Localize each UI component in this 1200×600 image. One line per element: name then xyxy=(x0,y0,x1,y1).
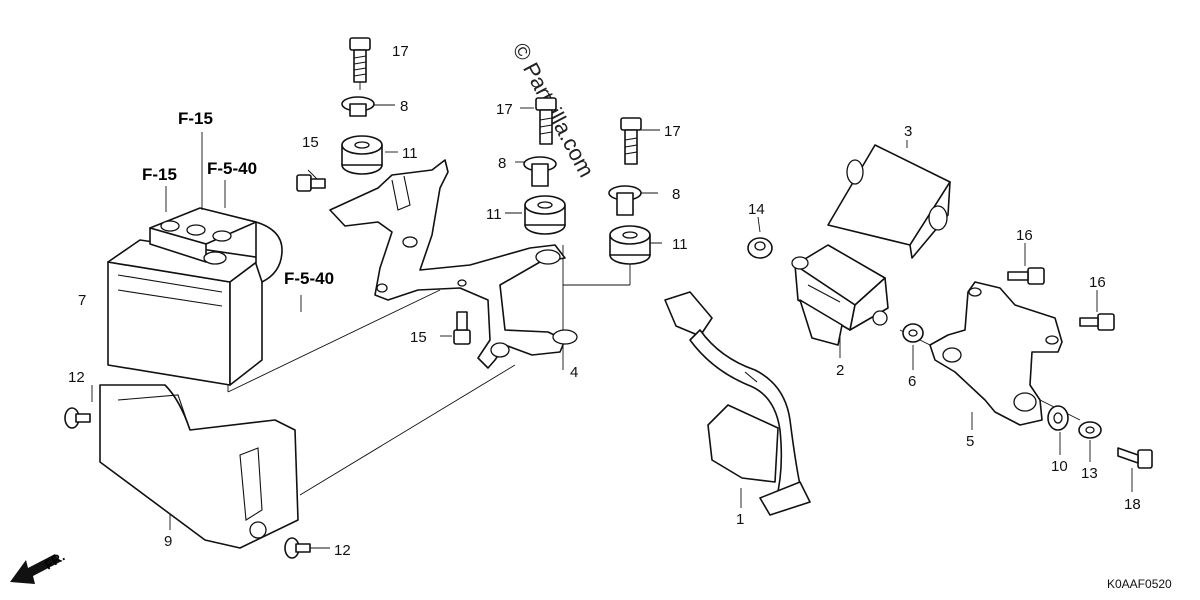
callout-8: 8 xyxy=(498,155,506,172)
callout-2: 2 xyxy=(836,362,844,379)
callout-17: 17 xyxy=(664,123,681,140)
sensor-bracket[interactable] xyxy=(929,281,1063,426)
bolt-16-a[interactable] xyxy=(1007,267,1045,285)
ref-label-f540-right: F-5-40 xyxy=(284,269,334,288)
callout-11: 11 xyxy=(672,236,688,253)
callout-6: 6 xyxy=(908,373,916,390)
abs-bracket[interactable] xyxy=(329,159,578,369)
abs-cover[interactable] xyxy=(99,384,299,549)
collar-8-b[interactable] xyxy=(523,156,557,187)
collar-8-c[interactable] xyxy=(608,185,642,216)
grommet-10[interactable] xyxy=(1047,405,1069,431)
bolt-17-a[interactable] xyxy=(349,37,371,83)
callout-12: 12 xyxy=(68,369,85,386)
callout-10: 10 xyxy=(1051,458,1068,475)
callout-4: 4 xyxy=(570,364,578,381)
bolt-17-b[interactable] xyxy=(535,97,557,145)
callout-3: 3 xyxy=(904,123,912,140)
callout-11: 11 xyxy=(486,206,502,223)
callout-15: 15 xyxy=(410,329,427,346)
callout-15: 15 xyxy=(302,134,319,151)
ref-label-f15-left: F-15 xyxy=(142,165,177,184)
callout-16: 16 xyxy=(1016,227,1033,244)
front-arrow-icon xyxy=(10,554,60,584)
wire-harness[interactable] xyxy=(664,291,811,516)
callout-7: 7 xyxy=(78,292,86,309)
mount-rubber-11-c[interactable] xyxy=(609,225,651,265)
callout-labels: 17 8 11 15 17 8 11 17 8 11 7 15 4 12 9 1… xyxy=(68,43,1141,559)
callout-9: 9 xyxy=(164,533,172,550)
collar-8-a[interactable] xyxy=(341,96,375,117)
callout-11: 11 xyxy=(402,145,418,162)
ref-arrows xyxy=(165,132,226,212)
leader-lines xyxy=(91,70,1133,549)
washer-13[interactable] xyxy=(1078,421,1102,439)
callout-5: 5 xyxy=(966,433,974,450)
callout-13: 13 xyxy=(1081,465,1098,482)
bolt-16-b[interactable] xyxy=(1079,313,1115,331)
bolt-15-a[interactable] xyxy=(296,174,326,192)
callout-8: 8 xyxy=(400,98,408,115)
screw-12-a[interactable] xyxy=(64,407,91,429)
control-unit[interactable] xyxy=(791,244,889,346)
ref-label-f15-top: F-15 xyxy=(178,109,213,128)
screw-12-b[interactable] xyxy=(284,537,311,559)
sensor-cover[interactable] xyxy=(827,144,951,259)
diagram-code: K0AAF0520 xyxy=(1107,577,1172,591)
callout-14: 14 xyxy=(748,201,765,218)
washer-6[interactable] xyxy=(902,323,924,343)
callout-1: 1 xyxy=(736,511,744,528)
grommet-14[interactable] xyxy=(747,237,773,259)
ref-label-f540-top: F-5-40 xyxy=(207,159,257,178)
callout-17: 17 xyxy=(392,43,409,60)
callout-8: 8 xyxy=(672,186,680,203)
bolt-15-b[interactable] xyxy=(453,311,471,345)
callout-12: 12 xyxy=(334,542,351,559)
mount-rubber-11-a[interactable] xyxy=(341,135,383,175)
bolt-18[interactable] xyxy=(1117,447,1153,469)
mount-rubber-11-b[interactable] xyxy=(524,195,566,235)
bolt-17-c[interactable] xyxy=(620,117,642,165)
callout-18: 18 xyxy=(1124,496,1141,513)
abs-modulator[interactable] xyxy=(107,207,283,386)
callout-16: 16 xyxy=(1089,274,1106,291)
callout-17: 17 xyxy=(496,101,513,118)
